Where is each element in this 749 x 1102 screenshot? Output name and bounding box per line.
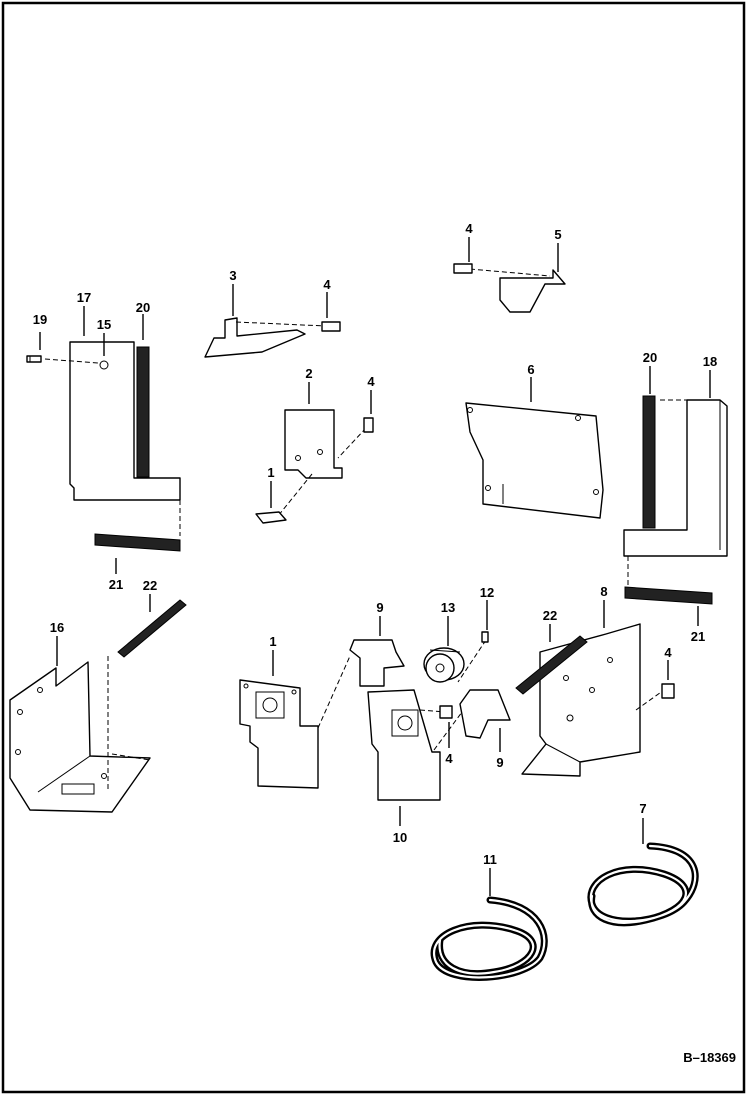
callout-20-left: 20 — [136, 300, 150, 315]
part-4-bolt-e — [661, 683, 675, 699]
part-20-seal-right — [642, 395, 656, 529]
callout-18: 18 — [703, 354, 717, 369]
callout-13: 13 — [441, 600, 455, 615]
callout-6: 6 — [527, 362, 534, 377]
callout-21-left: 21 — [109, 577, 123, 592]
callout-22-left: 22 — [143, 578, 157, 593]
callout-1-b: 1 — [269, 634, 276, 649]
callout-4-c: 4 — [465, 221, 473, 236]
callout-4-e: 4 — [664, 645, 672, 660]
callout-16: 16 — [50, 620, 64, 635]
callout-4-a: 4 — [323, 277, 331, 292]
callout-1-a: 1 — [267, 465, 274, 480]
part-10-plate — [367, 689, 463, 801]
part-19-bolt — [26, 355, 42, 363]
callout-7: 7 — [639, 801, 646, 816]
part-22-seal-right — [515, 635, 588, 695]
part-4-bolt-c — [453, 263, 473, 274]
part-8-base-panel — [521, 623, 665, 777]
callout-4-d: 4 — [445, 751, 453, 766]
callout-4-b: 4 — [367, 374, 375, 389]
callout-22-right: 22 — [543, 608, 557, 623]
part-2-plate — [277, 409, 367, 517]
part-3-bracket — [204, 317, 327, 358]
part-11-hose — [430, 896, 548, 981]
part-18-side-panel — [623, 399, 728, 590]
part-1-clip-a — [255, 511, 287, 524]
part-9-bracket-a — [349, 639, 405, 687]
figure-id: B–18369 — [683, 1050, 736, 1065]
callout-20-right: 20 — [643, 350, 657, 365]
part-12-screw — [481, 631, 489, 643]
callout-3: 3 — [229, 268, 236, 283]
part-22-seal-left — [117, 599, 187, 658]
callout-9-a: 9 — [376, 600, 383, 615]
part-9-bracket-b — [459, 689, 511, 739]
callout-21-right: 21 — [691, 629, 705, 644]
part-1-mount-plate — [239, 655, 351, 789]
part-21-seal-right — [624, 586, 713, 605]
callout-19: 19 — [33, 312, 47, 327]
part-16-base-panel — [9, 656, 151, 813]
part-20-seal-left — [136, 346, 150, 478]
part-17-side-panel — [44, 341, 181, 536]
callout-11: 11 — [483, 852, 497, 867]
callout-2: 2 — [305, 366, 312, 381]
callout-5: 5 — [554, 227, 561, 242]
part-21-seal-left — [94, 533, 181, 552]
callout-17: 17 — [77, 290, 91, 305]
part-4-bolt-b — [363, 417, 374, 433]
part-13-motor — [423, 639, 487, 683]
part-5-bracket — [469, 268, 566, 313]
callout-10: 10 — [393, 830, 407, 845]
part-4-bolt-d — [439, 705, 453, 719]
callout-8: 8 — [600, 584, 607, 599]
part-7-hose — [587, 842, 699, 927]
callout-15: 15 — [97, 317, 111, 332]
part-4-bolt-a — [321, 321, 341, 332]
callout-12: 12 — [480, 585, 494, 600]
part-6-plate — [465, 402, 604, 519]
callout-9-b: 9 — [496, 755, 503, 770]
